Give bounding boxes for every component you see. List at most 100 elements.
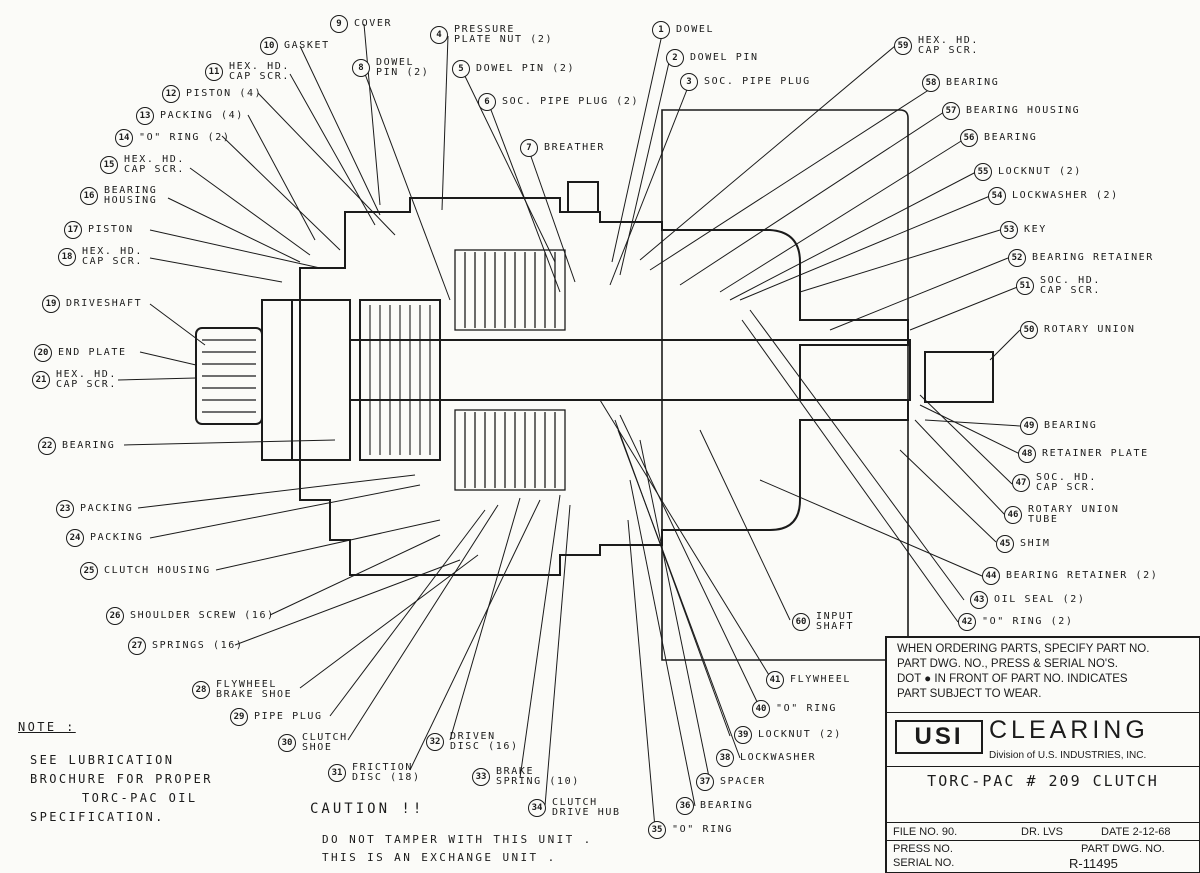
callout-number: 30 [278,734,296,752]
callout-number: 39 [734,726,752,744]
brand-name: CLEARING [989,716,1149,744]
callout-number: 47 [1012,474,1030,492]
callout-label: BEARING [700,800,754,811]
callout-44: 44 BEARING RETAINER (2) [982,566,1164,586]
callout-number: 53 [1000,221,1018,239]
callout-60: 60 INPUT SHAFT [792,612,860,632]
model-name: TORC-PAC # 209 CLUTCH [927,772,1159,790]
note-line: TORC-PAC OIL [82,791,198,805]
callout-label: BREATHER [544,142,605,153]
callout-number: 60 [792,613,810,631]
note-line: BROCHURE FOR PROPER [30,772,213,786]
ordering-instructions: WHEN ORDERING PARTS, SPECIFY PART NO. PA… [897,642,1149,702]
callout-label: SPACER [720,776,766,787]
callout-number: 37 [696,773,714,791]
callout-number: 44 [982,567,1000,585]
callout-number: 41 [766,671,784,689]
callout-label: "O" RING [776,703,837,714]
callout-label: DOWEL [676,24,715,35]
callout-number: 57 [942,102,960,120]
division-text: Division of U.S. INDUSTRIES, INC. [989,750,1147,761]
callout-number: 45 [996,535,1014,553]
divider [887,712,1199,713]
callout-number: 19 [42,295,60,313]
instruction-line: DOT ● IN FRONT OF PART NO. INDICATES [897,673,1128,685]
callout-label: SOC. HD. CAP SCR. [1036,472,1097,493]
callout-label: BEARING RETAINER (2) [1006,570,1159,581]
callout-number: 22 [38,437,56,455]
callout-label: CLUTCH DRIVE HUB [552,797,621,818]
callout-label: HEX. HD. CAP SCR. [56,369,117,390]
callout-label: PACKING (4) [160,110,244,121]
callout-label: LOCKWASHER (2) [1012,190,1119,201]
callout-number: 34 [528,799,546,817]
callout-label: BEARING [946,77,1000,88]
flywheel-outline [661,109,909,661]
callout-number: 14 [115,129,133,147]
callout-label: SPRINGS (16) [152,640,244,651]
callout-label: "O" RING (2) [139,132,231,143]
bearing-left [299,299,351,461]
drawn-by: DR. LVS [1021,826,1063,838]
callout-label: LOCKNUT (2) [758,729,842,740]
callout-label: SOC. PIPE PLUG [704,76,811,87]
callout-number: 12 [162,85,180,103]
callout-label: SHIM [1020,538,1051,549]
callout-label: RETAINER PLATE [1042,448,1149,459]
callout-label: "O" RING (2) [982,616,1074,627]
callout-number: 58 [922,74,940,92]
callout-label: ROTARY UNION [1044,324,1136,335]
callout-number: 15 [100,156,118,174]
callout-4: 4 PRESSURE PLATE NUT (2) [430,25,559,45]
callout-number: 10 [260,37,278,55]
callout-number: 59 [894,37,912,55]
divider [887,766,1199,767]
callout-36: 36 BEARING [676,796,759,816]
callout-label: PIPE PLUG [254,711,323,722]
callout-number: 49 [1020,417,1038,435]
file-no: FILE NO. 90. [893,826,958,838]
callout-label: PISTON (4) [186,88,263,99]
drawing-date: DATE 2-12-68 [1101,826,1171,838]
friction-disc-pack [454,249,566,491]
callout-label: BEARING [1044,420,1098,431]
callout-number: 28 [192,681,210,699]
callout-label: INPUT SHAFT [816,611,855,632]
callout-number: 50 [1020,321,1038,339]
callout-number: 56 [960,129,978,147]
callout-56: 56 BEARING [960,128,1043,148]
leader-lines [117,23,1021,829]
callout-label: BEARING [984,132,1038,143]
callout-number: 8 [352,59,370,77]
callout-label: PRESSURE PLATE NUT (2) [454,24,554,45]
clutch-housing-outline [261,197,909,576]
callout-number: 16 [80,187,98,205]
callout-number: 36 [676,797,694,815]
note-line: SPECIFICATION. [30,810,165,824]
callout-39: 39 LOCKNUT (2) [734,725,848,745]
callout-number: 4 [430,26,448,44]
callout-number: 24 [66,529,84,547]
caution-heading: CAUTION !! [310,801,425,817]
callout-number: 55 [974,163,992,181]
callout-number: 52 [1008,249,1026,267]
